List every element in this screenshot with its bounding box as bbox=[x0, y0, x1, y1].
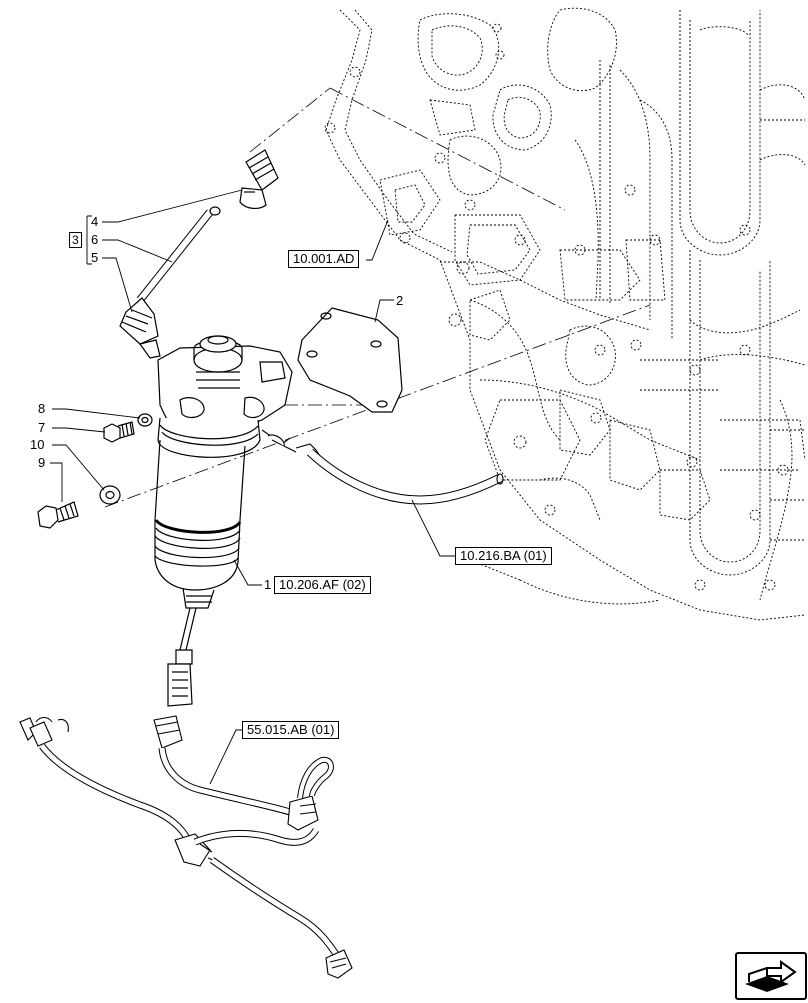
callout-1: 1 bbox=[264, 577, 272, 592]
wiring-harness bbox=[19, 715, 353, 979]
callout-7: 7 bbox=[38, 420, 46, 435]
fuel-line-reference-link[interactable]: 10.216.BA (01) bbox=[455, 547, 552, 565]
next-page-button[interactable] bbox=[735, 952, 807, 1000]
bolt-9-part bbox=[37, 501, 79, 529]
washer-10-part bbox=[99, 485, 121, 505]
callout-2: 2 bbox=[396, 293, 404, 308]
bolt-7-part bbox=[103, 421, 135, 443]
leader-lines bbox=[50, 189, 455, 785]
callout-4: 4 bbox=[91, 214, 99, 229]
fuel-filter-part bbox=[154, 335, 293, 707]
check-valve-part bbox=[239, 149, 279, 209]
harness-reference-link[interactable]: 55.015.AB (01) bbox=[242, 721, 340, 739]
callout-5: 5 bbox=[91, 250, 99, 265]
callout-9: 9 bbox=[38, 455, 46, 470]
callout-8: 8 bbox=[38, 401, 46, 416]
callout-10: 10 bbox=[30, 437, 45, 452]
engine-reference-link[interactable]: 10.001.AD bbox=[288, 250, 360, 268]
fuel-return-line bbox=[261, 429, 504, 505]
fuel-hose-part bbox=[119, 206, 221, 359]
callout-6: 6 bbox=[91, 232, 99, 247]
next-page-arrow-icon bbox=[745, 960, 797, 992]
washer-8-part bbox=[137, 413, 153, 427]
engine-block-outline bbox=[324, 7, 806, 621]
callout-3: 3 bbox=[69, 232, 82, 248]
fuel-filter-reference-link[interactable]: 10.206.AF (02) bbox=[274, 576, 371, 594]
mounting-bracket-part bbox=[297, 307, 403, 413]
